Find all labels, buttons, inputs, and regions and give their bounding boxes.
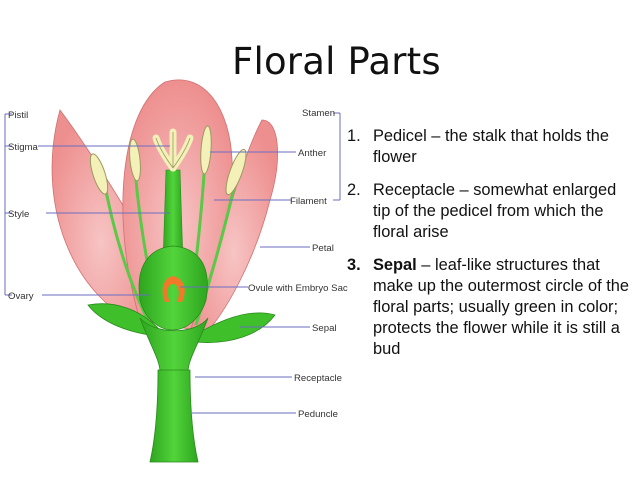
anther-left bbox=[89, 153, 109, 195]
ovary bbox=[138, 245, 208, 331]
label-stamen: Stamen bbox=[302, 108, 335, 119]
label-filament: Filament bbox=[290, 196, 327, 207]
peduncle bbox=[149, 369, 199, 463]
anther-center-right bbox=[200, 125, 212, 175]
definition-pedicel: 1. Pedicel – the stalk that holds the fl… bbox=[347, 126, 637, 168]
definitions-list: 1. Pedicel – the stalk that holds the fl… bbox=[347, 126, 637, 372]
definition-term: Sepal bbox=[373, 256, 417, 274]
definition-text: – leaf-like structures that make up the … bbox=[373, 256, 629, 358]
label-stigma: Stigma bbox=[8, 142, 39, 153]
label-sepal: Sepal bbox=[312, 323, 337, 334]
label-petal: Petal bbox=[312, 243, 334, 254]
ovule bbox=[162, 276, 185, 302]
definition-number: 1. bbox=[347, 127, 361, 145]
label-pistil: Pistil bbox=[8, 110, 28, 121]
anther-center-left bbox=[129, 138, 141, 182]
sepal-left bbox=[87, 303, 159, 336]
page-title: Floral Parts bbox=[232, 40, 441, 83]
right-leader-lines bbox=[180, 151, 310, 414]
receptacle bbox=[139, 317, 209, 373]
sepal-right bbox=[194, 312, 276, 343]
definition-number: 3. bbox=[347, 256, 361, 274]
definition-number: 2. bbox=[347, 181, 361, 199]
definition-receptacle: 2. Receptacle – somewhat enlarged tip of… bbox=[347, 180, 637, 243]
label-ovary: Ovary bbox=[8, 291, 34, 302]
definition-sepal: 3. Sepal – leaf-like structures that mak… bbox=[347, 255, 637, 360]
label-ovule: Ovule with Embryo Sac bbox=[248, 283, 348, 294]
right-bracket bbox=[333, 112, 341, 201]
left-leader-lines bbox=[38, 145, 170, 296]
definition-text: Pedicel – the stalk that holds the flowe… bbox=[373, 127, 609, 166]
stigma bbox=[152, 128, 194, 172]
definition-text: Receptacle – somewhat enlarged tip of th… bbox=[373, 181, 617, 241]
label-anther: Anther bbox=[298, 148, 327, 159]
label-style: Style bbox=[8, 209, 29, 220]
anther-right bbox=[225, 148, 247, 196]
label-receptacle: Receptacle bbox=[294, 373, 342, 384]
left-bracket bbox=[4, 113, 12, 296]
label-peduncle: Peduncle bbox=[298, 409, 338, 420]
